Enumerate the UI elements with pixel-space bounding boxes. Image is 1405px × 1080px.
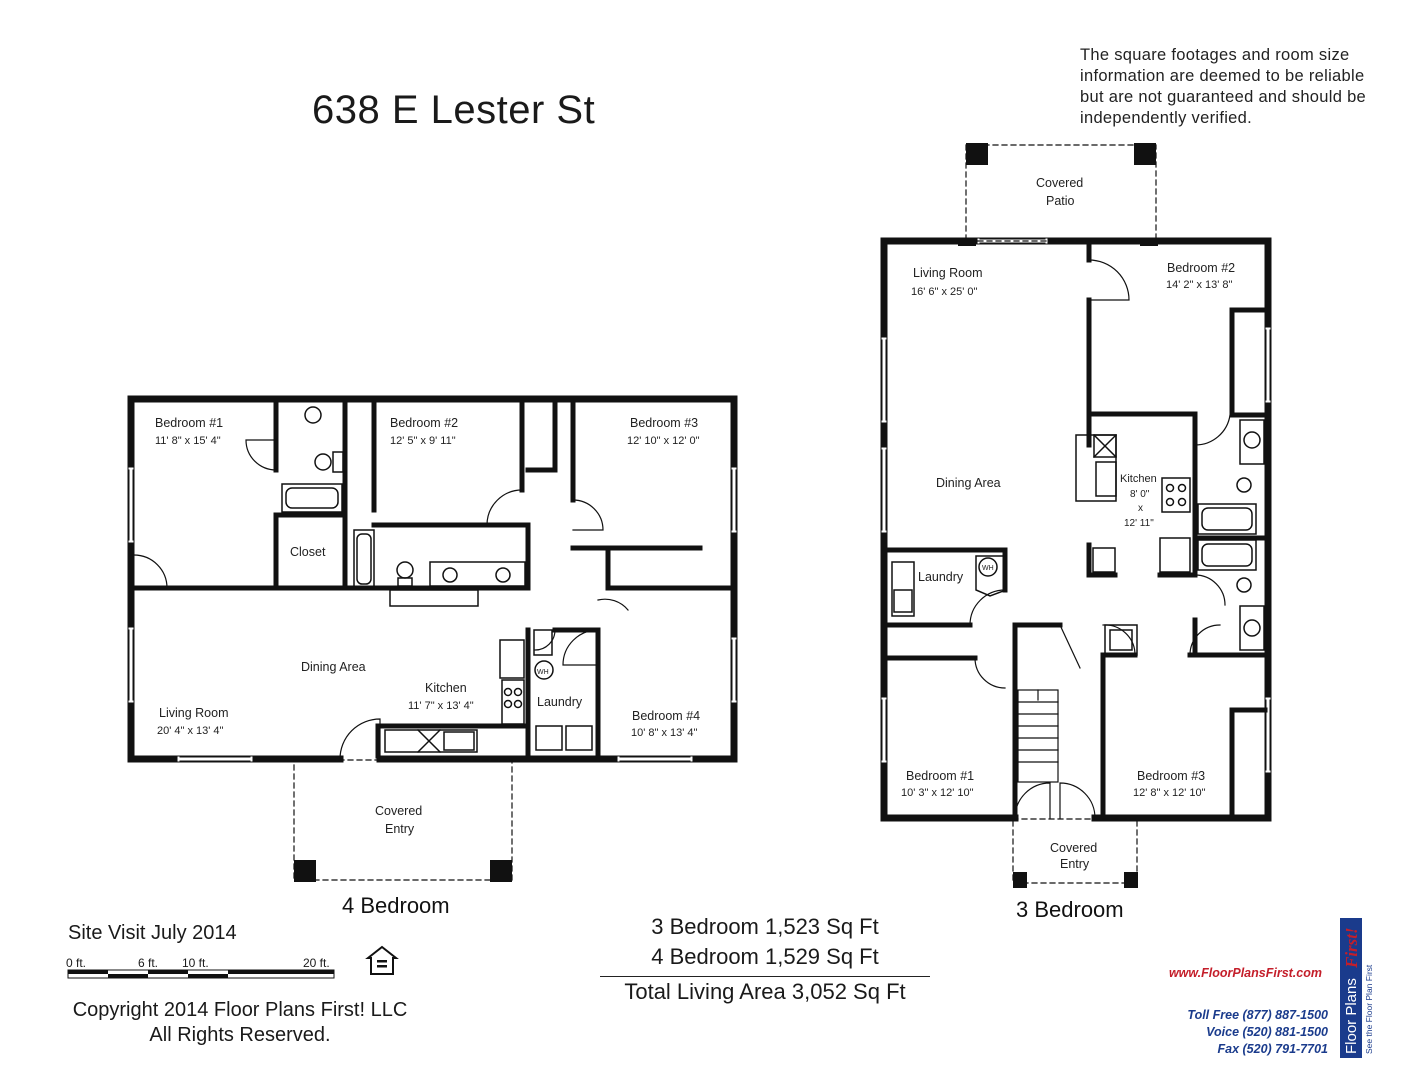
size-3br-bedroom2: 14' 2" x 13' 8" bbox=[1166, 279, 1233, 291]
scale-tick-20: 20 ft. bbox=[303, 956, 330, 970]
size-4br-kitchen: 11' 7" x 13' 4" bbox=[408, 700, 474, 712]
label-3br-patio-1: Covered bbox=[1036, 176, 1083, 190]
size-4br-bedroom1: 11' 8" x 15' 4" bbox=[155, 435, 221, 447]
plan-4-bedroom bbox=[127, 395, 738, 882]
square-footage-totals: 3 Bedroom 1,523 Sq Ft 4 Bedroom 1,529 Sq… bbox=[600, 912, 930, 1007]
scale-tick-6: 6 ft. bbox=[138, 956, 159, 970]
label-3br-laundry: Laundry bbox=[918, 570, 964, 584]
label-4br-bedroom1: Bedroom #1 bbox=[155, 416, 223, 430]
contact-voice: Voice (520) 881-1500 bbox=[1206, 1025, 1328, 1039]
plan3-covered-patio bbox=[958, 143, 1158, 246]
label-4br-bedroom4: Bedroom #4 bbox=[632, 709, 700, 723]
scale-bar bbox=[67, 969, 335, 979]
plan4-interior-walls bbox=[131, 399, 734, 759]
label-3br-bedroom1: Bedroom #1 bbox=[906, 769, 974, 783]
logo-tagline-text: See the Floor Plan First bbox=[1364, 964, 1374, 1054]
label-4br-bedroom2: Bedroom #2 bbox=[390, 416, 458, 430]
label-4br-entry-2: Entry bbox=[385, 822, 415, 836]
size-3br-living: 16' 6" x 25' 0" bbox=[911, 286, 978, 298]
copyright-block: Copyright 2014 Floor Plans First! LLC Al… bbox=[30, 998, 450, 1048]
total-3br: 3 Bedroom 1,523 Sq Ft bbox=[651, 914, 879, 939]
totals-divider bbox=[600, 976, 930, 977]
size-3br-kitchen-3: 12' 11" bbox=[1124, 518, 1154, 529]
plan3-covered-entry bbox=[1012, 818, 1138, 888]
size-4br-bedroom4: 10' 8" x 13' 4" bbox=[631, 727, 698, 739]
plan4-covered-entry bbox=[293, 759, 513, 882]
label-3br-kitchen: Kitchen bbox=[1120, 473, 1157, 485]
plan3-labels: Covered Patio Living Room 16' 6" x 25' 0… bbox=[901, 176, 1235, 871]
label-wh-3br: WH bbox=[982, 565, 994, 572]
page-title: 638 E Lester St bbox=[312, 88, 596, 132]
label-3br-bedroom3: Bedroom #3 bbox=[1137, 769, 1205, 783]
floor-plans-first-logo: Floor Plans First! See the Floor Plan Fi… bbox=[1340, 918, 1374, 1058]
size-3br-bedroom3: 12' 8" x 12' 10" bbox=[1133, 787, 1206, 799]
label-4br-entry-1: Covered bbox=[375, 804, 422, 818]
size-4br-bedroom2: 12' 5" x 9' 11" bbox=[390, 435, 456, 447]
plan-3-bedroom bbox=[880, 143, 1272, 888]
total-living-area: Total Living Area 3,052 Sq Ft bbox=[624, 979, 906, 1004]
plan3-fixtures bbox=[891, 419, 1265, 656]
plan-3br-label: 3 Bedroom bbox=[1016, 897, 1124, 922]
plan4-labels: Bedroom #1 11' 8" x 15' 4" Bedroom #2 12… bbox=[155, 416, 700, 836]
label-4br-dining: Dining Area bbox=[301, 660, 366, 674]
logo-accent-text: First! bbox=[1342, 927, 1361, 969]
total-4br: 4 Bedroom 1,529 Sq Ft bbox=[651, 944, 879, 969]
label-3br-dining: Dining Area bbox=[936, 476, 1001, 490]
label-4br-bedroom3: Bedroom #3 bbox=[630, 416, 698, 430]
size-3br-kitchen-1: 8' 0" bbox=[1130, 489, 1150, 500]
label-wh-4br: WH bbox=[537, 669, 549, 676]
copyright-line1: Copyright 2014 Floor Plans First! LLC bbox=[72, 999, 408, 1021]
plan-4br-label: 4 Bedroom bbox=[342, 893, 450, 918]
size-4br-living: 20' 4" x 13' 4" bbox=[157, 725, 224, 737]
plan4-fixtures bbox=[281, 406, 593, 754]
size-4br-bedroom3: 12' 10" x 12' 0" bbox=[627, 435, 700, 447]
label-4br-living: Living Room bbox=[159, 706, 228, 720]
contact-fax: Fax (520) 791-7701 bbox=[1217, 1042, 1329, 1056]
equal-housing-icon bbox=[365, 945, 399, 975]
plan3-stairs bbox=[1017, 689, 1059, 783]
website-link[interactable]: www.FloorPlansFirst.com bbox=[1168, 966, 1322, 980]
label-3br-entry-1: Covered bbox=[1050, 841, 1097, 855]
label-4br-kitchen: Kitchen bbox=[425, 681, 467, 695]
label-3br-living: Living Room bbox=[913, 266, 982, 280]
logo-brand-text: Floor Plans bbox=[1343, 978, 1360, 1054]
size-3br-bedroom1: 10' 3" x 12' 10" bbox=[901, 787, 974, 799]
label-3br-entry-2: Entry bbox=[1060, 857, 1090, 871]
copyright-line2: All Rights Reserved. bbox=[149, 1024, 331, 1046]
scale-tick-10: 10 ft. bbox=[182, 956, 209, 970]
disclaimer-text: The square footages and room size inform… bbox=[1080, 46, 1367, 127]
contact-toll-free: Toll Free (877) 887-1500 bbox=[1187, 1008, 1328, 1022]
label-3br-bedroom2: Bedroom #2 bbox=[1167, 261, 1235, 275]
label-4br-laundry: Laundry bbox=[537, 695, 583, 709]
scale-tick-0: 0 ft. bbox=[66, 956, 87, 970]
size-3br-kitchen-2: x bbox=[1138, 503, 1143, 514]
label-4br-closet: Closet bbox=[290, 545, 326, 559]
site-visit-text: Site Visit July 2014 bbox=[68, 922, 237, 944]
label-3br-patio-2: Patio bbox=[1046, 194, 1075, 208]
